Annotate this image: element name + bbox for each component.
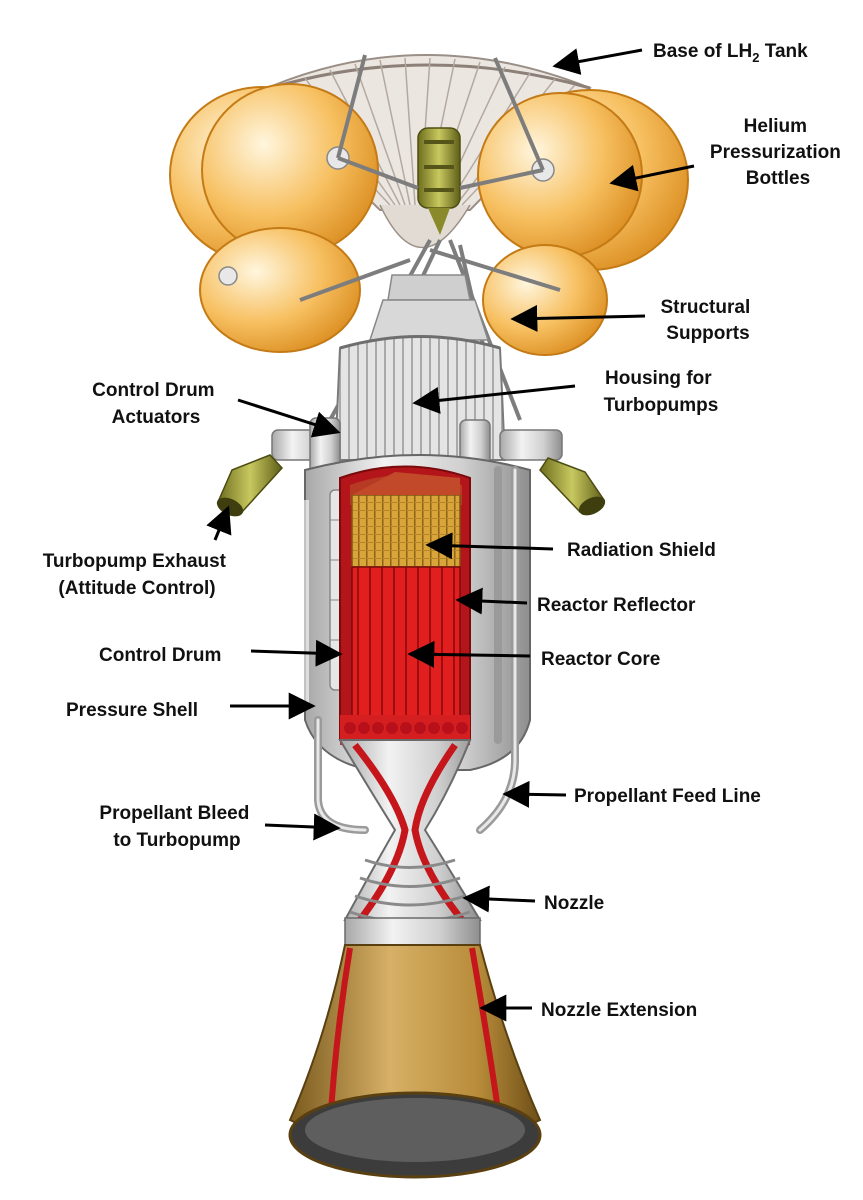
label-nozzle: Nozzle: [544, 893, 604, 914]
reactor-cutaway: [339, 465, 471, 745]
label-base-of-tank: Base of LH2 Tank: [653, 41, 808, 65]
label-radiation-shield: Radiation Shield: [567, 540, 716, 561]
reactor-core-block: [351, 566, 461, 738]
label-propellant-feed-line: Propellant Feed Line: [574, 786, 761, 807]
label-control-drum: Control Drum: [99, 645, 221, 666]
label-turbopump-housing: Housing for Turbopumps: [604, 368, 719, 416]
turbopump-unit: [417, 127, 461, 235]
label-turbopump-exhaust: Turbopump Exhaust (Attitude Control): [43, 551, 232, 599]
label-reactor-core: Reactor Core: [541, 649, 660, 670]
label-helium-bottles: Helium Pressurization Bottles: [710, 116, 846, 189]
label-nozzle-extension: Nozzle Extension: [541, 1000, 697, 1021]
leader-arrows: [206, 48, 695, 1022]
turbopump-exhaust-nozzles: [216, 454, 606, 517]
helium-bottles: [169, 83, 689, 356]
radiation-shield-block: [351, 494, 461, 568]
label-structural-supports: Structural Supports: [660, 297, 755, 344]
nozzle-throat: [338, 739, 482, 949]
label-propellant-bleed: Propellant Bleed to Turbopump: [99, 803, 254, 851]
label-control-drum-actuators: Control Drum Actuators: [92, 380, 220, 428]
nozzle-extension: [288, 944, 542, 1179]
label-reactor-reflector: Reactor Reflector: [537, 595, 696, 616]
label-pressure-shell: Pressure Shell: [66, 700, 198, 721]
